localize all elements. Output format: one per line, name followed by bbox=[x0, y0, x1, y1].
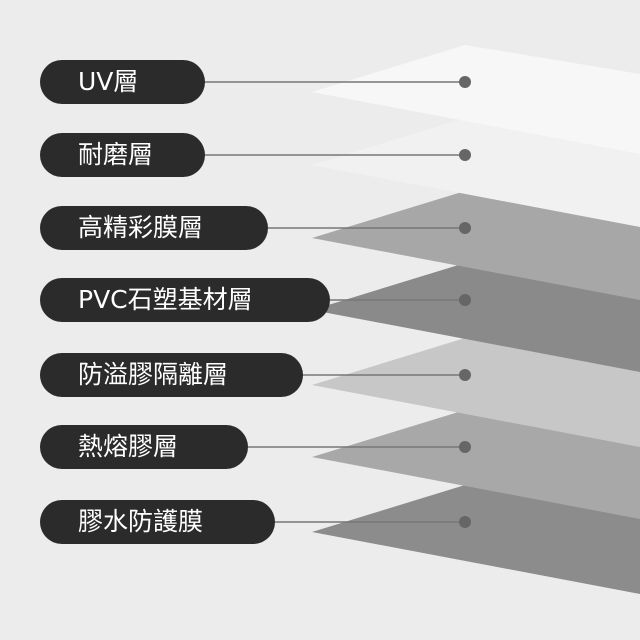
leader-dot bbox=[459, 294, 471, 306]
leader-dot bbox=[459, 441, 471, 453]
layer-label-pill: 防溢膠隔離層 bbox=[40, 353, 303, 397]
layer-sheet bbox=[312, 118, 640, 227]
layer-sheet bbox=[312, 410, 640, 519]
layer-sheet bbox=[312, 263, 640, 372]
layer-label-pill: UV層 bbox=[40, 60, 205, 104]
layer-sheet bbox=[312, 338, 640, 447]
leader-dot bbox=[459, 76, 471, 88]
layer-sheet bbox=[312, 485, 640, 594]
leader-dot bbox=[459, 516, 471, 528]
layer-label-pill: 耐磨層 bbox=[40, 133, 205, 177]
leader-dot bbox=[459, 149, 471, 161]
layer-label-pill: 高精彩膜層 bbox=[40, 206, 268, 250]
layer-label-pill: PVC石塑基材層 bbox=[40, 278, 330, 322]
layer-sheet bbox=[312, 45, 640, 154]
layer-sheet bbox=[312, 191, 640, 300]
layer-label-pill: 膠水防護膜 bbox=[40, 500, 275, 544]
leader-dot bbox=[459, 222, 471, 234]
layer-label-pill: 熱熔膠層 bbox=[40, 425, 248, 469]
leader-dot bbox=[459, 369, 471, 381]
